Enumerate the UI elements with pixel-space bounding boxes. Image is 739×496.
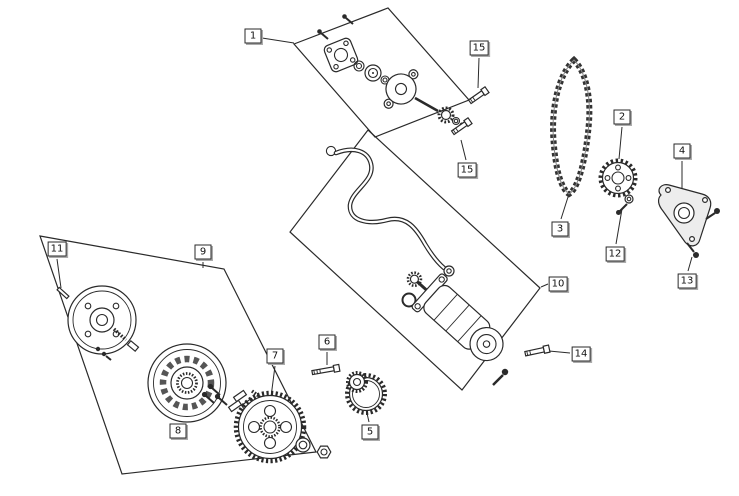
motor-screw-drawing — [492, 368, 509, 386]
callout-part-5[interactable]: 5 — [361, 424, 379, 440]
starter-cable-drawing — [325, 145, 455, 277]
spring-plunger-drawing — [95, 327, 140, 361]
bolt-6-drawing — [311, 363, 341, 376]
washer-drawing — [295, 437, 311, 453]
driven-gear-drawing — [233, 390, 307, 464]
cover-screw-a-drawing — [705, 208, 720, 220]
drive-chain-drawing — [550, 55, 593, 198]
callout-part-15-b[interactable]: 15 — [457, 162, 477, 178]
cover-screw-b-drawing — [686, 242, 699, 258]
dowel-pin-drawing — [56, 286, 70, 300]
flywheel-drawing — [67, 285, 137, 355]
callout-part-7[interactable]: 7 — [266, 348, 284, 364]
starter-motor-drawing — [406, 271, 504, 362]
group-outline-flywheel — [39, 235, 317, 475]
group-outline-starter-motor — [289, 129, 541, 391]
sprocket-bolt-drawing — [616, 194, 634, 215]
callout-part-11[interactable]: 11 — [47, 241, 67, 257]
callout-part-15-a[interactable]: 15 — [469, 40, 489, 56]
callout-part-4[interactable]: 4 — [673, 143, 691, 159]
stud-bolt-15a-drawing — [467, 85, 490, 105]
callout-part-9[interactable]: 9 — [194, 244, 212, 260]
idler-gear-drawing — [345, 371, 387, 415]
clutch-bolts-drawing — [201, 383, 228, 406]
bolt-14-drawing — [524, 344, 551, 357]
callout-part-10[interactable]: 10 — [548, 276, 568, 292]
callout-part-13[interactable]: 13 — [677, 273, 697, 289]
callout-part-3[interactable]: 3 — [551, 221, 569, 237]
nut-drawing — [316, 445, 332, 459]
callout-part-2[interactable]: 2 — [613, 109, 631, 125]
pump-assembly-drawing — [317, 14, 465, 128]
starter-clutch-drawing — [147, 343, 227, 423]
callout-part-6[interactable]: 6 — [318, 334, 336, 350]
callout-part-8[interactable]: 8 — [169, 423, 187, 439]
callout-part-1[interactable]: 1 — [244, 28, 262, 44]
callout-part-12[interactable]: 12 — [605, 246, 625, 262]
stud-bolt-15b-drawing — [450, 116, 473, 136]
callout-part-14[interactable]: 14 — [571, 346, 591, 362]
o-ring-drawing — [401, 292, 417, 308]
cover-plate-drawing — [657, 184, 712, 247]
sprocket-drawing — [598, 158, 638, 198]
